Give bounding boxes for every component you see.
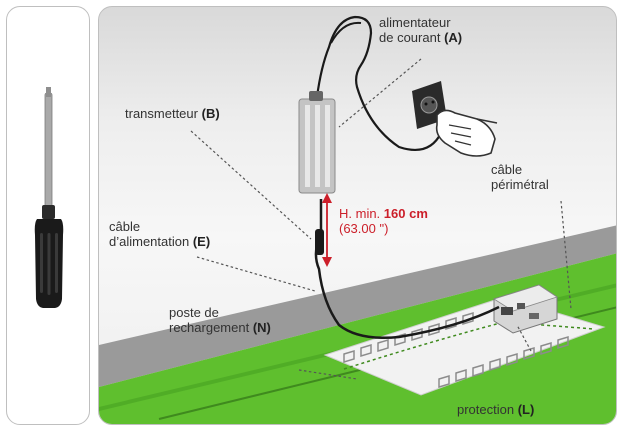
screwdriver-icon [34,87,64,308]
label-transmitter: transmetteur (B) [125,106,220,121]
label-min-height: H. min. 160 cm (63.00 ") [339,206,428,236]
tool-panel [6,6,90,425]
cable-connector [315,229,324,255]
label-perimeter-cable: câble périmétral [491,162,549,192]
wall-base [99,225,616,387]
lawn [99,253,616,424]
label-charging-station: poste de rechargement (N) [169,305,271,335]
installation-diagram: alimentateur de courant (A) transmetteur… [98,6,617,425]
hand-icon [435,109,498,157]
label-power-cable: câble d’alimentation (E) [109,219,211,249]
leader-lines [190,58,572,380]
scene-illustration [99,15,616,424]
power-cable [314,199,500,340]
height-arrow [322,193,332,267]
protection-cover [493,284,558,334]
transmitter-unit [298,91,336,194]
label-power-supply: alimentateur de courant (A) [379,15,463,45]
label-protection: protection (L) [457,402,535,417]
